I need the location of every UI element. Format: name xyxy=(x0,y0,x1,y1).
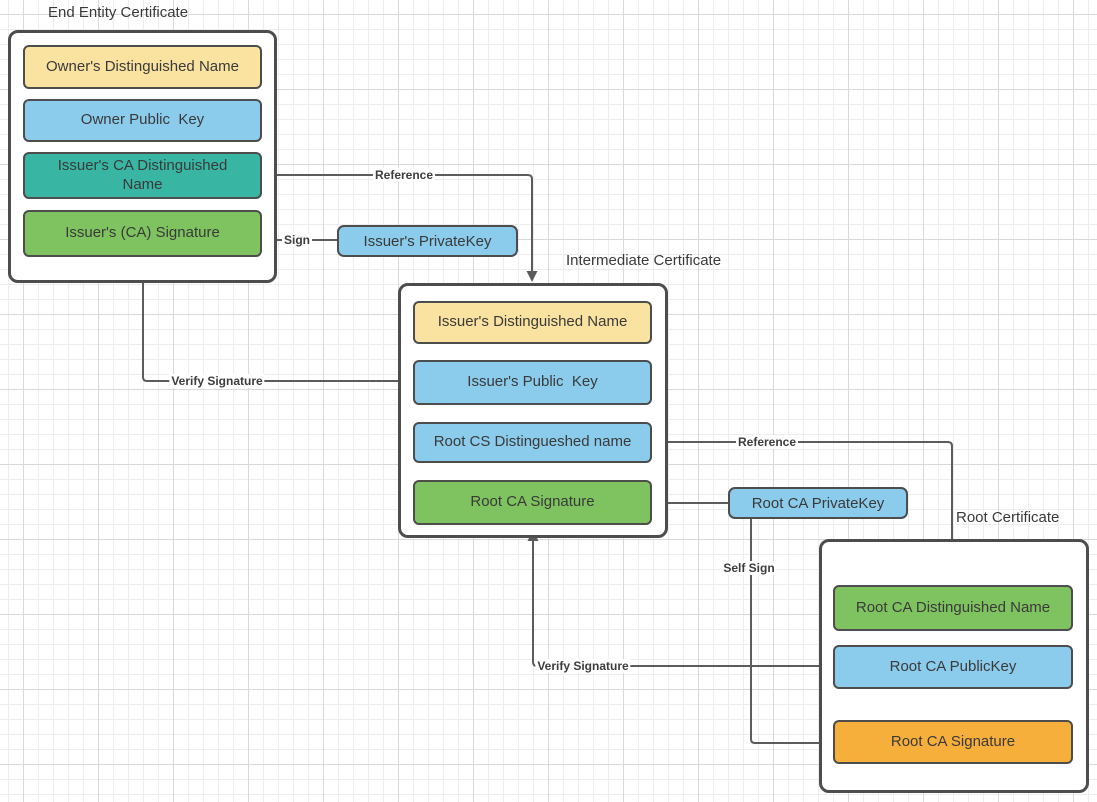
field-issuers-public-key: Issuer's Public Key xyxy=(413,360,652,405)
reference-label-1: Reference xyxy=(372,168,436,182)
sign-label: Sign xyxy=(282,233,312,247)
root-certificate-title: Root Certificate xyxy=(956,509,1060,526)
field-root-cs-distingueshed-name: Root CS Distingueshed name xyxy=(413,422,652,463)
self-sign-label: Self Sign xyxy=(721,561,777,575)
field-root-ca-publickey: Root CA PublicKey xyxy=(833,645,1073,689)
field-issuers-ca-signature: Issuer's (CA) Signature xyxy=(23,210,262,257)
verify-signature-label-2: Verify Signature xyxy=(535,659,631,673)
reference-connector-1 xyxy=(264,174,538,282)
end-entity-certificate-title: End Entity Certificate xyxy=(48,4,189,21)
field-owners-distinguished-name: Owner's Distinguished Name xyxy=(23,45,262,89)
issuers-private-key-box: Issuer's PrivateKey xyxy=(337,225,518,257)
reference-label-2: Reference xyxy=(735,435,799,449)
field-root-ca-distinguished-name: Root CA Distinguished Name xyxy=(833,585,1073,631)
field-issuers-distinguished-name: Issuer's Distinguished Name xyxy=(413,301,652,344)
field-root-ca-signature-root: Root CA Signature xyxy=(833,720,1073,764)
verify-signature-connector-2 xyxy=(527,530,833,667)
intermediate-certificate-title: Intermediate Certificate xyxy=(566,252,722,269)
field-root-ca-signature-intermediate: Root CA Signature xyxy=(413,480,652,525)
field-owner-public-key: Owner Public Key xyxy=(23,99,262,142)
field-issuers-ca-distinguished-name: Issuer's CA Distinguished Name xyxy=(23,152,262,199)
verify-signature-label-1: Verify Signature xyxy=(169,374,265,388)
root-ca-private-key-box: Root CA PrivateKey xyxy=(728,487,908,519)
